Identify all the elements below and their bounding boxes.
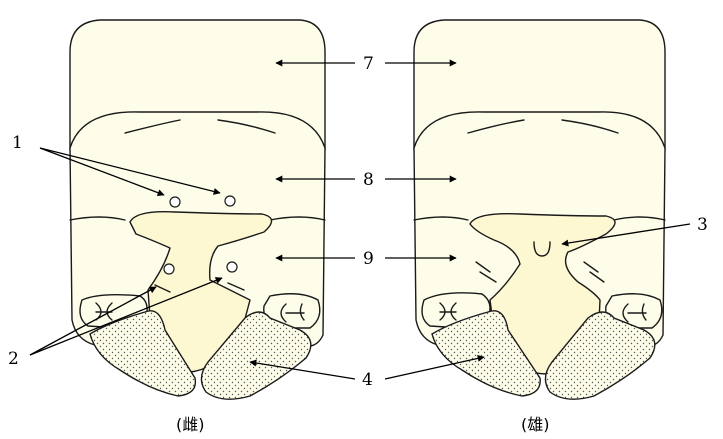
label-2: 2: [8, 349, 19, 369]
label-8: 8: [363, 170, 374, 190]
label-1: 1: [12, 133, 23, 153]
label-9: 9: [363, 249, 374, 269]
female-spiracle-right: [225, 196, 235, 206]
female-abdomen: [70, 20, 325, 399]
female-spiracle-left: [170, 197, 180, 207]
female-pore-right: [227, 262, 237, 272]
label-7: 7: [363, 54, 374, 74]
label-3: 3: [697, 215, 708, 235]
caption-female: (雌): [176, 415, 205, 434]
caption-male: (雄): [521, 415, 550, 434]
male-abdomen: [414, 20, 665, 399]
female-pore-left: [164, 264, 174, 274]
label-4: 4: [362, 370, 373, 390]
